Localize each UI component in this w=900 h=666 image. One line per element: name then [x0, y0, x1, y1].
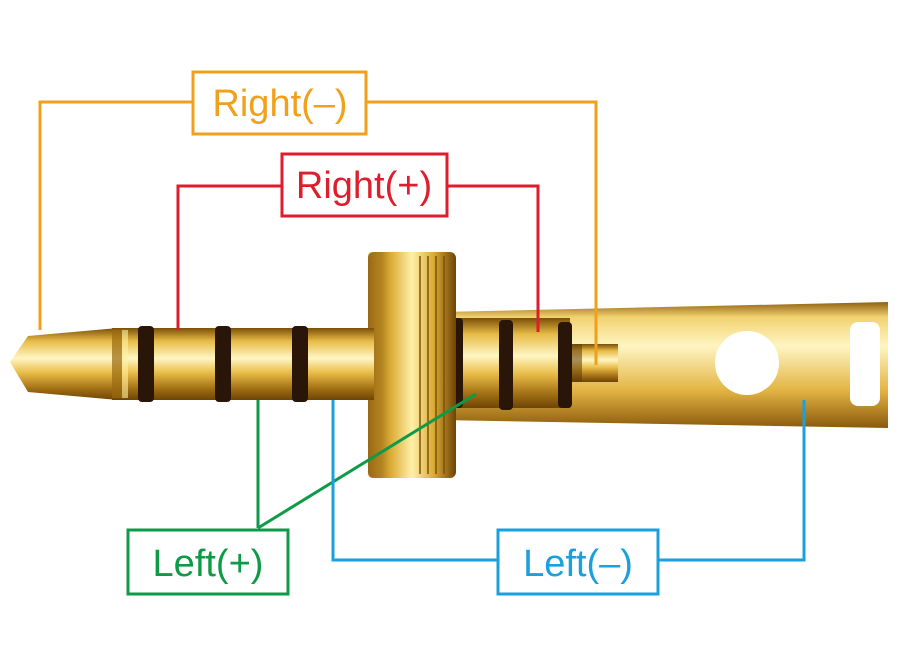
label-left-plus-text: Left(+) [153, 543, 264, 585]
insulator-ring-r2 [499, 320, 513, 410]
insulator-ring-2 [215, 326, 231, 402]
label-right-minus-text: Right(–) [212, 83, 347, 125]
wire-right-minus [38, 100, 598, 365]
plug-body [10, 252, 888, 478]
insulator-ring-1 [138, 326, 154, 402]
insulator-ring-3 [292, 326, 308, 402]
thread-lines [419, 256, 445, 474]
round-hole-icon [715, 331, 779, 395]
label-left-minus: Left(–) [496, 528, 660, 596]
insulator-ring-r3 [558, 322, 572, 408]
label-right-plus-text: Right(+) [296, 165, 432, 207]
label-left-minus-text: Left(–) [523, 543, 633, 585]
slot-icon [850, 322, 880, 406]
wire-left-minus [331, 400, 806, 562]
label-right-minus: Right(–) [191, 70, 368, 136]
plug-tip [10, 328, 118, 400]
plug-shaft [112, 328, 374, 400]
label-left-plus: Left(+) [126, 528, 290, 596]
wire-right-plus [176, 184, 540, 332]
wire-left-plus [256, 392, 477, 530]
label-right-plus: Right(+) [280, 152, 449, 218]
